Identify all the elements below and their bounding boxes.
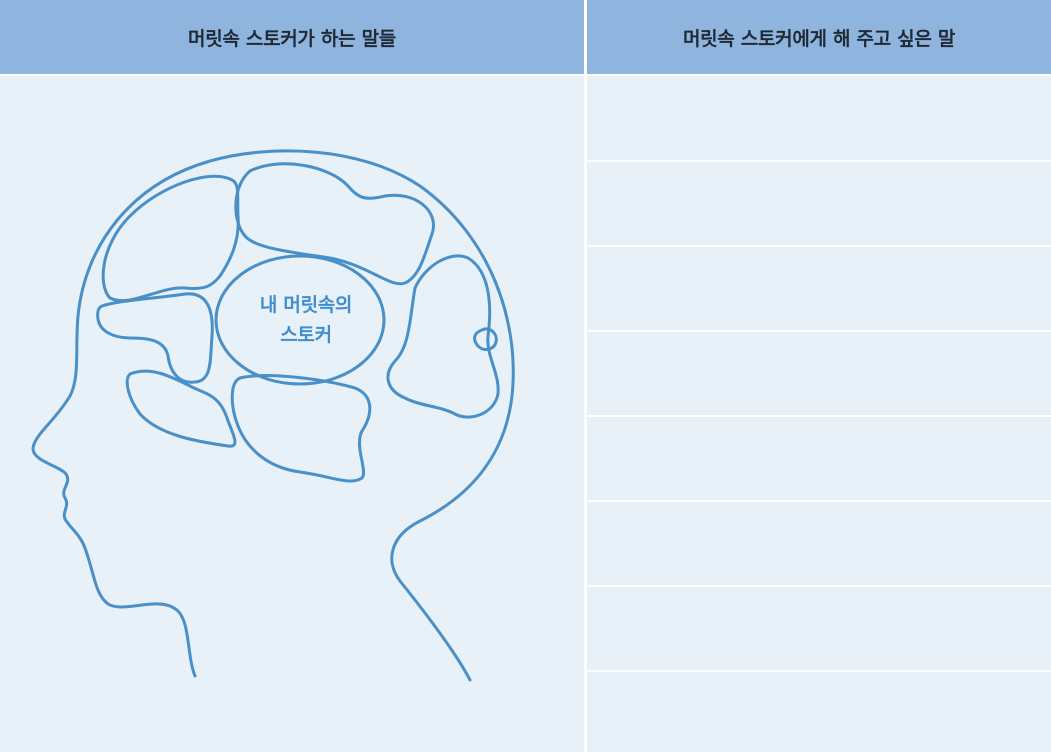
right-column-header: 머릿속 스토커에게 해 주고 싶은 말 [587,0,1051,74]
brain-label-line-2: 스토커 [280,324,332,346]
writing-line [587,585,1051,587]
brain-lobe-top-left [101,174,240,303]
writing-line [587,160,1051,162]
writing-line [587,500,1051,502]
left-column-cell: 내 머릿속의 스토커 [0,76,584,752]
brain-lobe-lower-left [125,369,237,448]
writing-line [587,415,1051,417]
brain-lobe-bottom [230,374,372,483]
brain-small-oval [473,327,498,351]
brain-lobe-center [214,254,386,386]
head-outline [31,149,515,682]
brain-lobe-right [386,254,500,419]
writing-line [587,245,1051,247]
head-brain-illustration [31,149,515,682]
left-column-header-text: 머릿속 스토커가 하는 말들 [188,27,396,50]
brain-lobe-top-center [234,162,435,286]
left-column-header: 머릿속 스토커가 하는 말들 [0,0,584,74]
right-column-writing-area[interactable] [587,76,1051,752]
writing-line [587,670,1051,672]
brain-lobe-left-middle [96,292,214,384]
brain-label: 내 머릿속의 스토커 [226,290,386,350]
right-column-header-text: 머릿속 스토커에게 해 주고 싶은 말 [682,27,956,50]
writing-line [587,330,1051,332]
brain-label-line-1: 내 머릿속의 [259,294,353,316]
